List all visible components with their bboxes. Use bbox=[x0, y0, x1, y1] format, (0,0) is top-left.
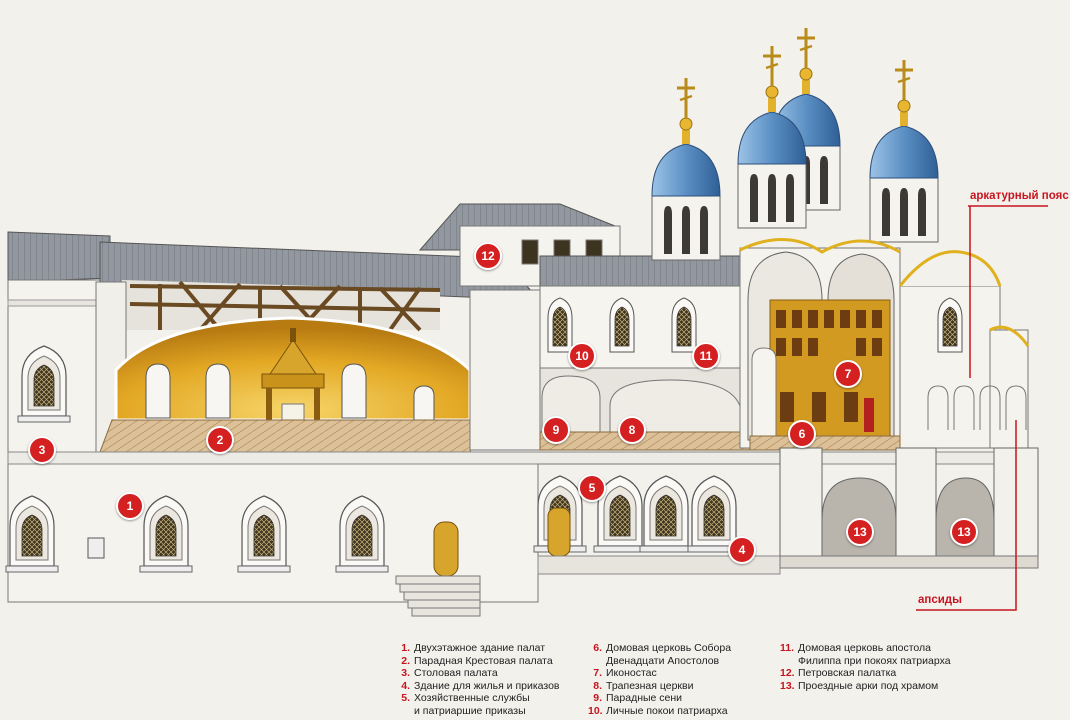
left-wing-cornice bbox=[7, 299, 101, 307]
legend-column-1: 1.Двухэтажное здание палат 2.Парадная Кр… bbox=[396, 642, 560, 718]
marker-5: 5 bbox=[578, 474, 606, 502]
legend-column-3: 11.Домовая церковь апостола Филиппа при … bbox=[780, 642, 951, 692]
apses-label: апсиды bbox=[918, 594, 962, 606]
legend-item: 13.Проездные арки под храмом bbox=[780, 679, 939, 692]
legend-item: 9.Парадные сени bbox=[593, 692, 683, 705]
apse-callout-line bbox=[916, 420, 1017, 611]
cathedral-domes bbox=[650, 26, 940, 261]
arcature-callout-line bbox=[968, 205, 1048, 378]
cathedral-pillar-1 bbox=[779, 447, 823, 567]
vault-windows bbox=[145, 363, 435, 421]
middle-floor-floor bbox=[539, 431, 761, 451]
marker-12: 12 bbox=[474, 242, 502, 270]
legend-item: 11.Домовая церковь апостола Филиппа при … bbox=[780, 642, 951, 667]
iconostasis bbox=[769, 299, 891, 441]
legend-item: 12.Петровская палатка bbox=[780, 667, 897, 680]
marker-2: 2 bbox=[206, 426, 234, 454]
legend-column-2: 6.Домовая церковь Собора Двенадцати Апос… bbox=[588, 642, 731, 718]
apse-top bbox=[989, 325, 1030, 347]
legend-item: 10.Личные покои патриарха bbox=[588, 704, 728, 717]
marker-10: 10 bbox=[568, 342, 596, 370]
marker-11: 11 bbox=[692, 342, 720, 370]
marker-13b: 13 bbox=[950, 518, 978, 546]
legend-item: 7.Иконостас bbox=[593, 667, 657, 680]
ground-door-mid bbox=[547, 507, 571, 557]
ground-door-left bbox=[433, 521, 459, 577]
marker-3: 3 bbox=[28, 436, 56, 464]
entrance-stairs bbox=[395, 575, 481, 617]
upper-roof bbox=[539, 255, 761, 289]
arcature-belt bbox=[898, 250, 1002, 287]
arches-base bbox=[779, 555, 1039, 569]
legend-item: 4.Здание для жилья и приказов bbox=[401, 679, 560, 692]
marker-9: 9 bbox=[542, 416, 570, 444]
marker-4: 4 bbox=[728, 536, 756, 564]
marker-7: 7 bbox=[834, 360, 862, 388]
ground-floor-cornice bbox=[7, 451, 1039, 465]
left-wing-roof bbox=[7, 231, 111, 283]
small-plaque bbox=[87, 537, 105, 559]
cathedral-left-pier bbox=[751, 347, 777, 441]
legend-item: 2.Парадная Крестовая палата bbox=[401, 654, 553, 667]
passage-arch-1 bbox=[821, 477, 897, 557]
marker-6: 6 bbox=[788, 420, 816, 448]
cathedral-floor bbox=[749, 435, 901, 451]
legend-item: 1.Двухэтажное здание палат bbox=[401, 642, 546, 654]
apse-arcading bbox=[927, 385, 1027, 430]
arcature-belt-label: аркатурный пояс bbox=[970, 190, 1069, 202]
cathedral-vault-gold-rim bbox=[739, 238, 901, 254]
cross-chamber-right-wall bbox=[469, 289, 541, 451]
legend-item: 6.Домовая церковь Собора Двенадцати Апос… bbox=[593, 642, 732, 667]
legend-item: 5.Хозяйственные службы и патриаршие прик… bbox=[401, 692, 530, 717]
legend-item: 3.Столовая палата bbox=[401, 667, 498, 680]
cathedral-pillar-2 bbox=[895, 447, 937, 567]
cross-chamber-floor bbox=[99, 419, 481, 453]
legend-item: 8.Трапезная церкви bbox=[593, 679, 694, 692]
marker-13a: 13 bbox=[846, 518, 874, 546]
marker-1: 1 bbox=[116, 492, 144, 520]
marker-8: 8 bbox=[618, 416, 646, 444]
